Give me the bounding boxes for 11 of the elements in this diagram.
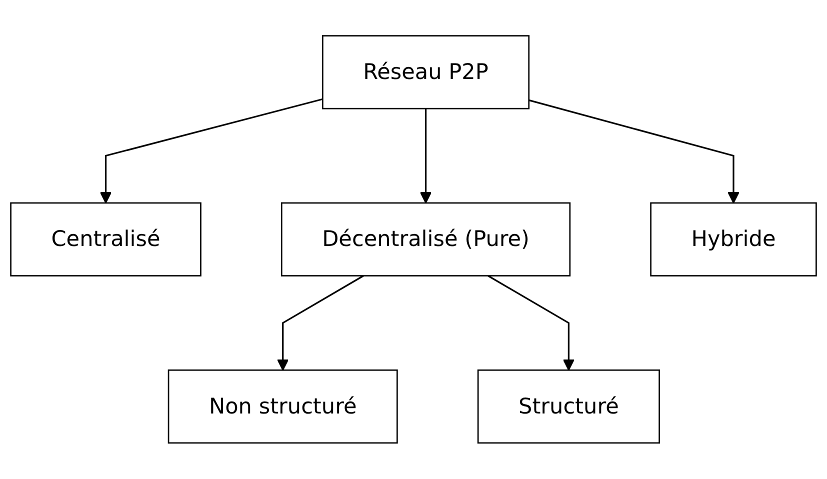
node-box: Décentralisé (Pure)	[280, 202, 571, 277]
arrow	[100, 98, 323, 204]
arrow	[528, 100, 740, 204]
arrow	[420, 108, 432, 204]
node-box: Centralisé	[10, 202, 202, 277]
node-box: Réseau P2P	[322, 35, 530, 110]
node-box: Hybride	[650, 202, 817, 277]
node-box: Non structuré	[168, 370, 398, 444]
node-box: Structuré	[477, 370, 660, 444]
arrow	[488, 275, 575, 371]
arrow	[276, 275, 364, 371]
